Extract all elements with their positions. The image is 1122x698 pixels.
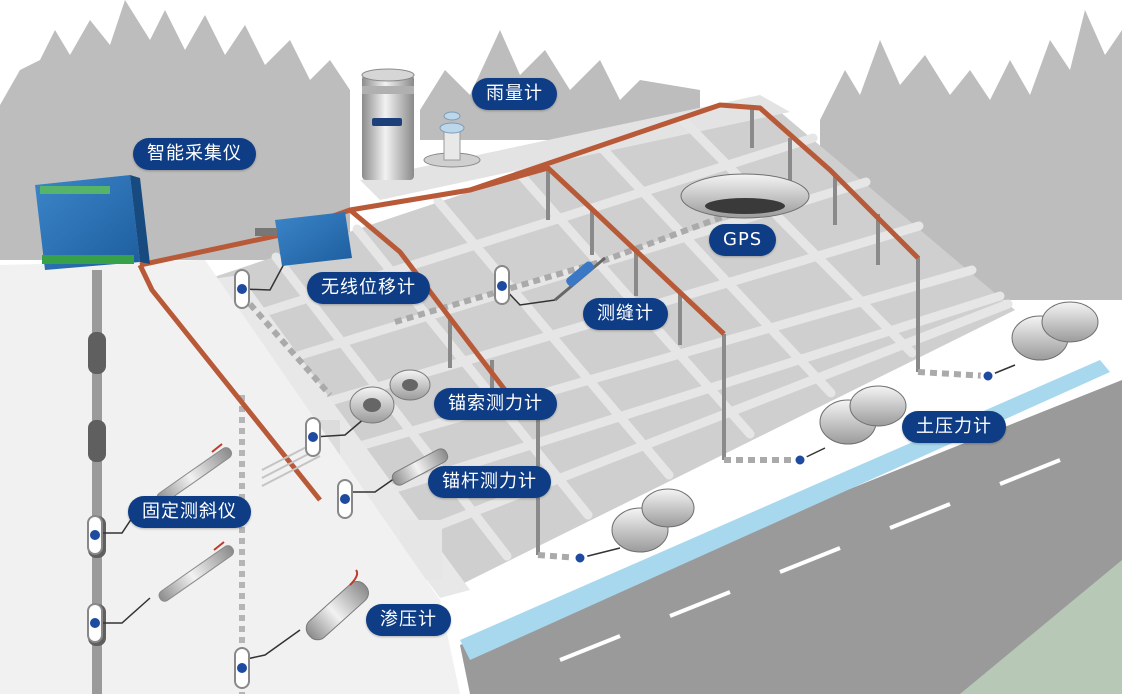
- data-logger-label: 智能采集仪: [133, 138, 256, 170]
- sensor-node-icon: [87, 265, 996, 689]
- gps-antenna-icon: [680, 173, 810, 219]
- fixed-inclinometer-label: 固定测斜仪: [128, 496, 251, 528]
- wireless-displacement-label: 无线位移计: [307, 272, 430, 304]
- wireless-displacement-icon: [255, 212, 352, 266]
- fixed-inclinometer-icon: [156, 443, 235, 602]
- earth-pressure-cell-icon: [611, 301, 1099, 553]
- anchor-cable-dynamometer-label: 锚索测力计: [434, 388, 557, 420]
- rain-gauge-sensor-icon: [423, 111, 481, 168]
- anchor-rod-dynamometer-label: 锚杆测力计: [428, 466, 551, 498]
- rain-gauge-icon: [361, 68, 415, 180]
- earth-pressure-cell-label: 土压力计: [902, 411, 1006, 443]
- left-terrace: [0, 260, 460, 694]
- anchor-cable-dynamometer-icon: [349, 369, 431, 424]
- road-markings: [559, 458, 1061, 662]
- road: [460, 380, 1122, 694]
- piezometer-icon: [305, 569, 369, 641]
- gps-label: GPS: [709, 224, 777, 256]
- ground-grass: [960, 560, 1122, 694]
- rain-gauge-label: 雨量计: [472, 78, 557, 110]
- piezometer-label: 渗压计: [366, 604, 451, 636]
- cable-network: [137, 102, 920, 502]
- posts: [448, 108, 920, 555]
- crack-meter-label: 测缝计: [583, 298, 668, 330]
- crack-meter-icon: [554, 256, 606, 302]
- data-logger-icon: [35, 175, 150, 270]
